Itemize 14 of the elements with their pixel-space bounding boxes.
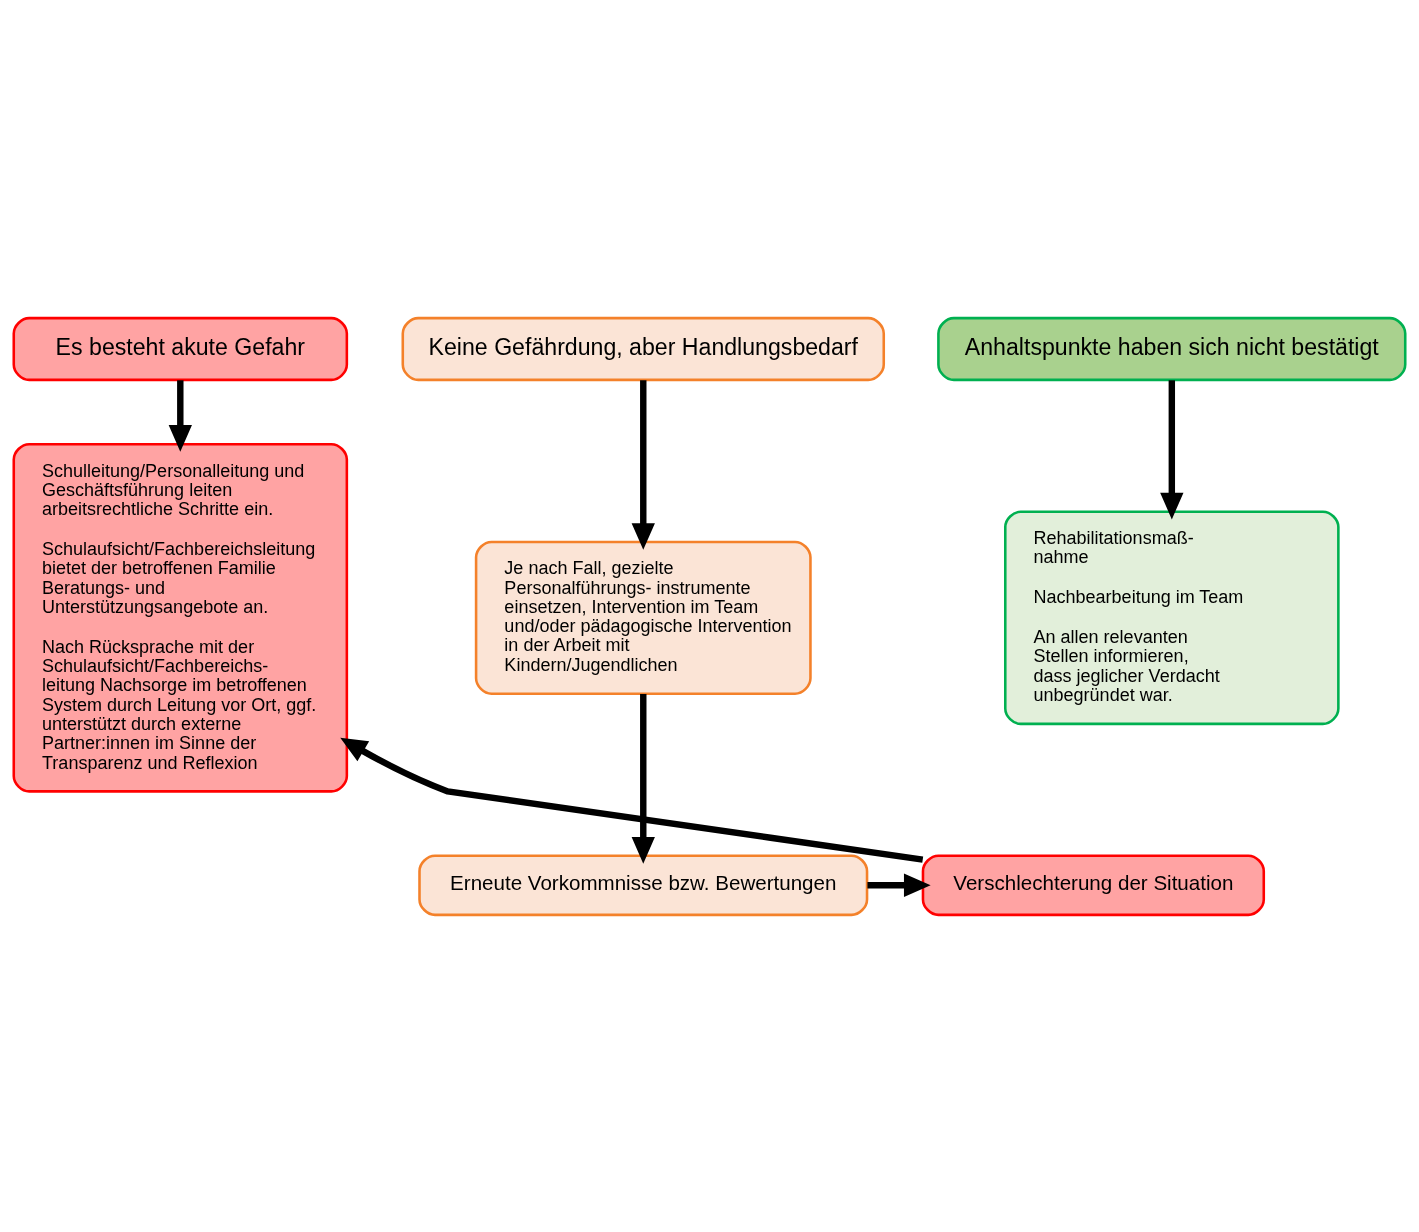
node-box: Rehabilitationsmaß- nahme Nachbearbeitung im Team An allen relevanten Stellen informieren, dass jeglicher Verdacht unbegründet war. — [1004, 509, 1340, 725]
node-box: Erneute Vorkommnisse bzw. Bewertungen — [418, 853, 869, 916]
arrow — [168, 379, 192, 452]
node-box: Anhaltspunkte haben sich nicht bestätigt — [937, 316, 1407, 381]
node-box: Es besteht akute Gefahr — [12, 316, 349, 381]
arrow — [631, 379, 655, 550]
arrow — [631, 693, 655, 864]
node-box: Je nach Fall, gezielte Personalführungs- instrumente einsetzen, Intervention im Team und/oder pädagogische Intervention in der Arbeit mit Kindern/Jugendlichen — [474, 540, 812, 695]
arrow — [1160, 379, 1184, 519]
node-box: Schulleitung/Personalleitung und Geschäftsführung leiten arbeitsrechtliche Schritte ein. Schulaufsicht/Fachbereichsleitung bietet der betroffenen Familie Beratungs- und Unterstützungsangebote an. Nach Rücksprache mit der Schulaufsicht/Fachbereichs- leitung Nachsorge im betroffenen System durch Leitung vor Ort, ggf. unterstützt durch externe Partner:innen im Sinne der Transparenz und Reflexion — [12, 442, 349, 793]
node-box: Verschlechterung der Situation — [921, 853, 1266, 916]
arrow — [867, 873, 931, 897]
arrow — [340, 737, 924, 863]
node-box: Keine Gefährdung, aber Handlungsbedarf — [401, 316, 886, 381]
